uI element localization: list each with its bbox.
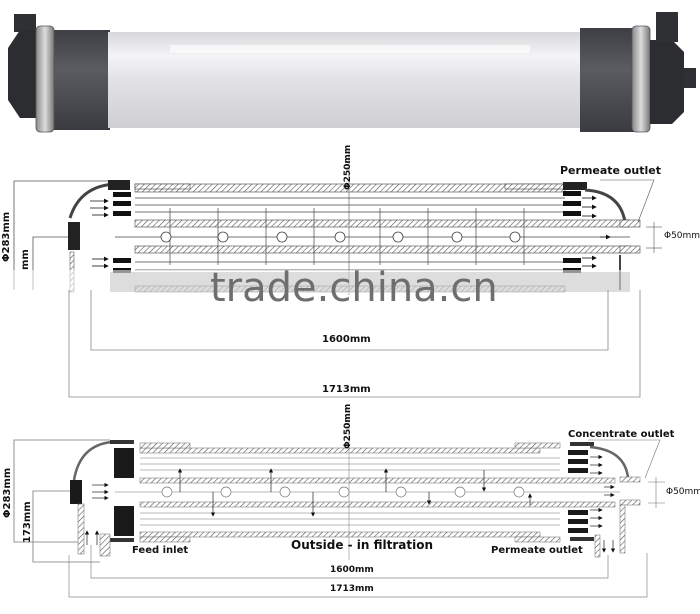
- length-inner-label-2: 1600mm: [330, 565, 374, 575]
- concentrate-outlet-label: Concentrate outlet: [568, 429, 675, 440]
- length-inner-label-1: 1600mm: [322, 334, 371, 345]
- partial-dimension-label-1: mm: [20, 249, 31, 270]
- watermark-band: [0, 270, 700, 294]
- diameter-outer-label-1: Φ283mm: [1, 211, 12, 262]
- diameter-outer-label-2: Φ283mm: [2, 467, 13, 518]
- diameter-body-label-1: Φ250mm: [343, 144, 353, 190]
- length-total-label-1: 1713mm: [322, 384, 371, 395]
- watermark: trade.china.cn: [210, 265, 498, 311]
- length-dimensions-1: [68, 290, 641, 398]
- filtration-mode-label: Outside - in filtration: [291, 538, 434, 552]
- diameter-body-label-2: Φ250mm: [343, 403, 353, 449]
- height-port-label: 173mm: [22, 501, 33, 543]
- length-total-label-2: 1713mm: [330, 584, 374, 594]
- pipe-diameter-label-2: Φ50mm: [666, 487, 700, 497]
- permeate-outlet-label-1: Permeate outlet: [560, 164, 661, 177]
- permeate-outlet-label-2: Permeate outlet: [491, 545, 583, 556]
- feed-inlet-label: Feed inlet: [132, 545, 189, 556]
- product-photo: [8, 12, 696, 133]
- cross-section-diagram-2: [13, 410, 665, 598]
- pipe-diameter-label-1: Φ50mm: [664, 231, 700, 241]
